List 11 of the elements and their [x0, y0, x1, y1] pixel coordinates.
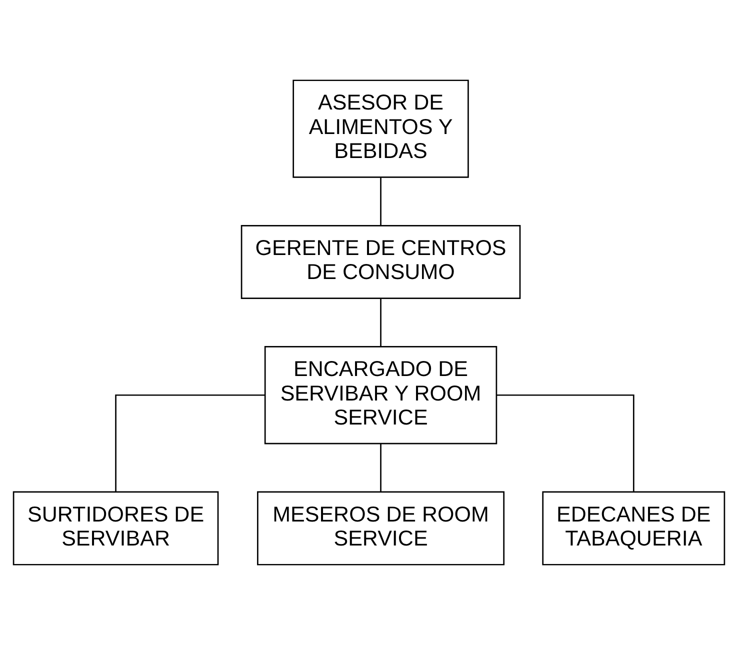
node-box: GERENTE DE CENTROS DE CONSUMO — [240, 224, 521, 299]
node-box: ASESOR DE ALIMENTOS Y BEBIDAS — [292, 80, 469, 178]
node-box: EDECANES DE TABAQUERIA — [542, 491, 726, 566]
connector — [115, 394, 265, 492]
node-box: SURTIDORES DE SERVIBAR — [12, 491, 219, 566]
connector — [380, 177, 382, 226]
connector — [380, 298, 382, 346]
connector — [496, 394, 634, 492]
connector — [380, 444, 382, 492]
node-box: ENCARGADO DE SERVIBAR Y ROOM SERVICE — [264, 346, 498, 444]
node-box: MESEROS DE ROOM SERVICE — [257, 491, 505, 566]
